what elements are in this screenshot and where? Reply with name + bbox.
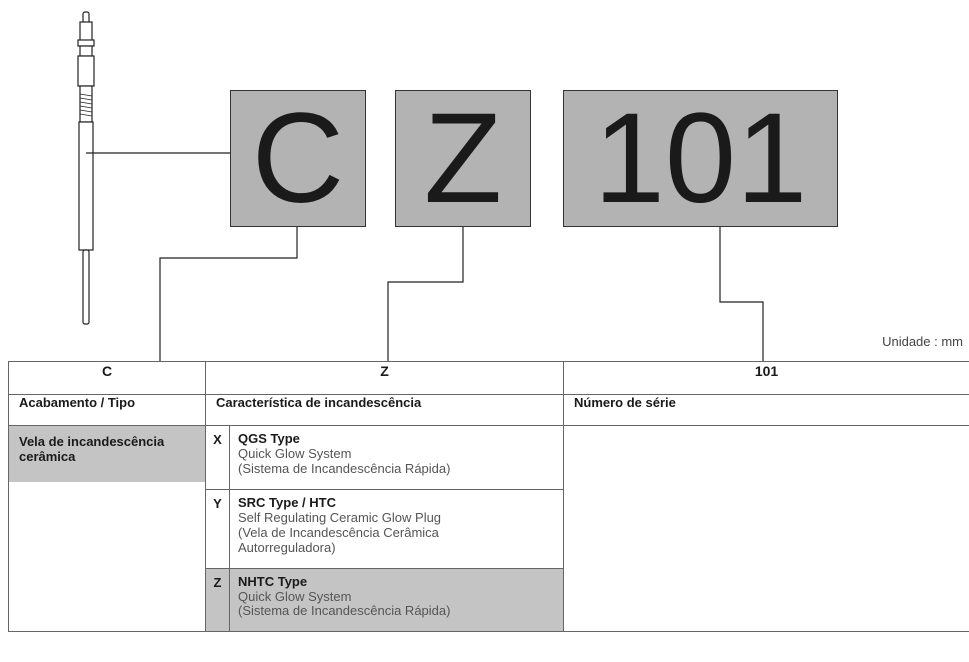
subheader-glow-characteristic: Característica de incandescência [205,394,564,426]
table-row: Z NHTC Type Quick Glow System (Sistema d… [9,567,969,633]
z-line: (Sistema de Incandescência Rápida) [238,460,451,476]
z-description: QGS Type Quick Glow System (Sistema de I… [229,425,564,490]
code-box-z: Z [395,90,531,227]
serial-number-cell [563,424,969,633]
z-letter: X [205,425,230,490]
code-box-c: C [230,90,366,227]
z-title: NHTC Type [238,573,308,589]
table-row: Y SRC Type / HTC Self Regulating Ceramic… [9,488,969,569]
z-line: (Sistema de Incandescência Rápida) [238,603,451,619]
header-z: Z [205,361,564,395]
header-row: C Z 101 [8,361,969,395]
c-value: Vela de incandescência cerâmica [9,426,205,482]
z-line: Quick Glow System [238,445,352,461]
connector-lines [86,152,764,361]
z-description: SRC Type / HTC Self Regulating Ceramic G… [229,488,564,569]
z-title: QGS Type [238,431,300,446]
table-row: Vela de incandescência cerâmica X QGS Ty… [8,424,969,633]
header-101: 101 [563,361,969,395]
glow-plug-diagram [77,11,764,361]
subheader-finish-type: Acabamento / Tipo [8,394,206,426]
unit-label: Unidade : mm [882,334,963,349]
c-value-cell: Vela de incandescência cerâmica [8,424,206,633]
z-line: Quick Glow System [238,588,352,604]
z-letter: Y [205,488,230,569]
header-c: C [8,361,206,395]
z-letter: Z [205,567,230,633]
z-line: Self Regulating Ceramic Glow Plug [238,509,442,525]
z-title: SRC Type / HTC [238,494,336,510]
code-box-101: 101 [563,90,838,227]
z-line: Autorreguladora) [238,539,336,555]
subheader-row: Acabamento / Tipo Característica de inca… [8,394,969,426]
z-description: NHTC Type Quick Glow System (Sistema de … [229,567,564,633]
spec-table: C Z 101 Acabamento / Tipo Característica… [8,361,969,633]
z-line: (Vela de Incandescência Cerâmica [238,524,439,540]
subheader-serial-number: Número de série [563,394,969,426]
glow-plug-illustration [77,11,95,325]
